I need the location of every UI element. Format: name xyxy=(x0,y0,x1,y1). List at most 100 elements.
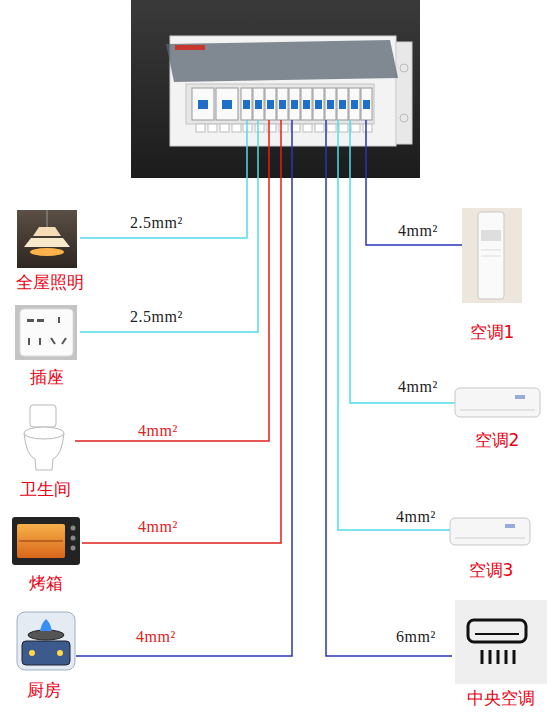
central-ac-icon xyxy=(455,600,547,684)
photo-background xyxy=(15,305,77,360)
airflow-line xyxy=(505,650,508,664)
wire-size-label: 4mm² xyxy=(136,628,176,646)
breaker-toggle xyxy=(267,100,274,109)
breaker xyxy=(361,88,372,120)
circuit-tag xyxy=(220,124,229,132)
appliance-node: 烤箱 xyxy=(6,515,86,593)
photo-background xyxy=(17,210,77,268)
circuit-tag xyxy=(232,124,241,132)
circuit-tag xyxy=(327,124,336,132)
wire-size-label: 2.5mm² xyxy=(130,214,183,232)
wire-size-label: 4mm² xyxy=(398,378,438,396)
oven-body xyxy=(12,517,80,565)
photo-background xyxy=(131,0,420,178)
panel-mount-tab xyxy=(396,42,412,144)
airflow-line xyxy=(497,650,500,664)
stove-body xyxy=(22,641,70,665)
icon-background xyxy=(455,600,547,684)
appliance-caption: 空调2 xyxy=(475,430,520,450)
circuit-tag xyxy=(315,124,324,132)
gas-stove-icon xyxy=(17,612,75,670)
breaker-toggle xyxy=(339,100,346,109)
brand-plate xyxy=(175,45,205,50)
breaker-toggle xyxy=(363,100,370,109)
circuit-tag xyxy=(351,124,360,132)
appliance-caption: 厨房 xyxy=(27,680,61,700)
red-wire xyxy=(82,120,281,543)
flame xyxy=(40,619,52,631)
cyan-wire xyxy=(80,120,247,238)
blue-wire xyxy=(366,120,464,245)
ac-slot xyxy=(475,633,519,635)
appliance-caption: 中央空调 xyxy=(467,688,535,708)
main-breaker xyxy=(192,88,214,120)
appliance-node: 全屋照明 xyxy=(6,208,94,292)
ac-wall-body xyxy=(450,518,530,545)
ac-outline xyxy=(468,620,526,642)
rcd-breaker xyxy=(216,88,238,120)
breaker-toggle xyxy=(351,100,358,109)
appliance-caption: 烤箱 xyxy=(29,573,63,593)
breaker-toggle xyxy=(303,100,310,109)
panel-lid xyxy=(166,40,398,82)
usb-port xyxy=(27,319,34,322)
breaker xyxy=(241,88,252,120)
appliance-node: 空调1 xyxy=(452,205,532,342)
toilet-seat xyxy=(24,427,64,439)
oven-knob xyxy=(71,546,76,551)
breaker xyxy=(301,88,312,120)
icon-background xyxy=(17,612,75,670)
airflow-line xyxy=(513,650,516,664)
ac-display xyxy=(505,524,515,528)
socket-hole xyxy=(28,338,30,345)
breaker xyxy=(325,88,336,120)
wire-size-label: 4mm² xyxy=(398,222,438,240)
socket-hole xyxy=(58,317,60,323)
circuit-tag xyxy=(339,124,348,132)
oven-knob xyxy=(71,526,76,531)
breaker-toggle xyxy=(255,100,262,109)
tower-ac-icon xyxy=(462,208,522,303)
lamp-shade xyxy=(24,238,70,247)
cyan-wire xyxy=(350,120,455,403)
wire-size-label: 6mm² xyxy=(396,628,436,646)
breaker-rail xyxy=(186,84,374,124)
circuit-tag xyxy=(363,124,372,132)
breaker xyxy=(337,88,348,120)
wall-ac-icon xyxy=(455,388,540,417)
circuit-tag xyxy=(255,124,264,132)
appliance-caption: 卫生间 xyxy=(20,479,71,499)
blue-wire xyxy=(326,120,452,656)
appliance-caption: 插座 xyxy=(30,367,64,387)
appliance-node: 厨房 xyxy=(6,610,82,700)
wire-size-label: 2.5mm² xyxy=(130,308,183,326)
lamp-shade xyxy=(33,227,61,236)
appliance-node: 中央空调 xyxy=(452,598,550,708)
knockout-hole xyxy=(400,114,408,122)
appliance-node: 空调2 xyxy=(452,382,542,450)
oven-window xyxy=(17,524,65,558)
breaker-toggle xyxy=(315,100,322,109)
appliance-node: 卫生间 xyxy=(8,403,82,499)
socket-hole xyxy=(62,338,66,344)
breaker-toggle xyxy=(291,100,298,109)
wire-group xyxy=(75,120,464,656)
breaker xyxy=(253,88,264,120)
usb-port xyxy=(37,319,44,322)
socket-plate xyxy=(20,309,73,356)
breaker-toggle xyxy=(222,100,232,109)
appliance-caption: 空调1 xyxy=(470,322,515,342)
knockout-hole xyxy=(400,64,408,72)
ac-grille xyxy=(481,250,501,251)
breaker-row xyxy=(192,88,372,120)
ac-wall-body xyxy=(455,388,540,417)
distribution-panel xyxy=(131,0,420,178)
oven-knob xyxy=(71,536,76,541)
circuit-tag xyxy=(303,124,312,132)
oven-icon xyxy=(12,517,80,565)
breaker-toggle xyxy=(279,100,286,109)
appliance-caption: 空调3 xyxy=(469,560,514,580)
breaker xyxy=(289,88,300,120)
ac-vent xyxy=(460,410,535,411)
